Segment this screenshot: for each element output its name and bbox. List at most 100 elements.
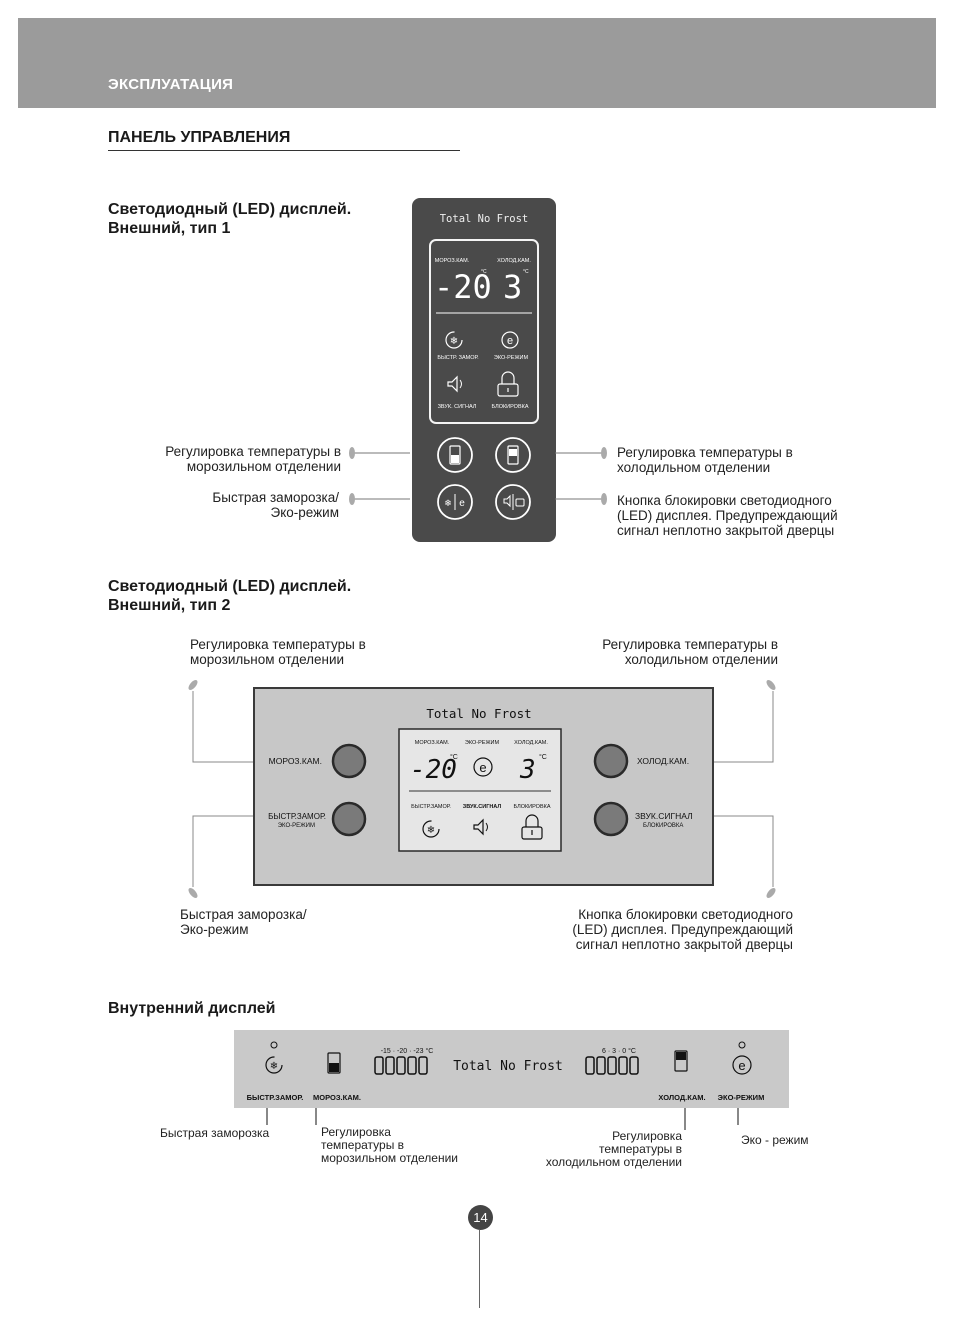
display2-title: Светодиодный (LED) дисплей. Внешний, тип… xyxy=(108,577,351,615)
callout-line: Регулировка xyxy=(321,1125,391,1139)
display1-panel: Total No Frost МОРОЗ.КАМ. ХОЛОД.КАМ. -20… xyxy=(412,198,556,542)
display1-freezer-label: МОРОЗ.КАМ. xyxy=(435,258,470,264)
freezer-level-bars xyxy=(374,1056,428,1075)
display1-leaders xyxy=(349,447,607,505)
internal-fridge-label: ХОЛОД.КАМ. xyxy=(658,1093,705,1102)
callout-line: морозильном отделении xyxy=(190,652,345,667)
display1-freezer-unit: °C xyxy=(481,269,487,275)
page-number: 14 xyxy=(468,1205,493,1230)
callout-line: (LED) дисплея. Предупреждающий xyxy=(572,922,793,937)
display2-btn-fridge-label: ХОЛОД.КАМ. xyxy=(637,756,689,766)
speaker-icon xyxy=(447,375,462,393)
internal-callout-freezer: Регулировка температуры в морозильном от… xyxy=(321,1126,458,1165)
snowflake-icon: ❄ xyxy=(422,820,440,838)
snowflake-icon: ❄ xyxy=(265,1056,283,1074)
internal-callout-eco: Эко - режим xyxy=(741,1133,809,1147)
callout-line: Регулировка температуры в xyxy=(165,444,341,459)
svg-text:e: e xyxy=(738,1058,745,1073)
callout-line: Регулировка xyxy=(612,1129,682,1143)
display1-fast-eco-button[interactable]: ❄ e xyxy=(437,484,473,520)
display2-title-line1: Светодиодный (LED) дисплей. xyxy=(108,578,352,595)
header-bar xyxy=(18,18,936,108)
callout-line: сигнал неплотно закрытой дверцы xyxy=(575,937,793,952)
callout-line: Эко-режим xyxy=(270,505,339,520)
display2-freezer-temp: -20 xyxy=(410,755,457,785)
display1-title-line2: Внешний, тип 1 xyxy=(108,220,231,237)
display1-callout-fast-eco: Быстрая заморозка/ Эко-режим xyxy=(100,490,339,520)
display1-title: Светодиодный (LED) дисплей. Внешний, тип… xyxy=(108,200,351,238)
display1-fast-freeze-label: БЫСТР. ЗАМОР. xyxy=(437,355,479,361)
display2-eco-label: ЭКО-РЕЖИМ xyxy=(465,740,500,746)
display2-fast-label: БЫСТР.ЗАМОР. xyxy=(411,804,451,810)
callout-line: морозильном отделении xyxy=(321,1151,458,1165)
eco-icon: e xyxy=(732,1055,752,1075)
svg-text:❄: ❄ xyxy=(444,498,452,508)
display2-fridge-unit: °C xyxy=(539,753,547,761)
internal-fridge-scale: 6 · 3 · 0 °C xyxy=(602,1047,636,1055)
callout-line: температуры в xyxy=(598,1142,682,1156)
eco-icon: e xyxy=(473,757,493,777)
display1-sound-label: ЗВУК. СИГНАЛ xyxy=(438,404,477,410)
fridge-level-bars xyxy=(585,1056,639,1075)
callout-line: Быстрая заморозка/ xyxy=(212,490,339,505)
callout-line: Регулировка температуры в xyxy=(602,637,778,652)
display2-sound-button[interactable] xyxy=(593,801,629,837)
fridge-icon xyxy=(674,1050,688,1072)
callout-line: морозильном отделении xyxy=(186,459,341,474)
display1-freezer-temp: -20 xyxy=(434,268,492,306)
callout-line: (LED) дисплея. Предупреждающий xyxy=(617,508,838,523)
callout-line: Кнопка блокировки светодиодного xyxy=(617,493,832,508)
display2-fast-button[interactable] xyxy=(331,801,367,837)
internal-freezer-scale: -15 · -20 · -23 °C xyxy=(381,1047,434,1055)
display2-freezer-unit: °C xyxy=(450,753,458,761)
display1-fridge-button[interactable] xyxy=(495,437,531,473)
internal-title: Внутренний дисплей xyxy=(108,1000,276,1017)
internal-fast-label: БЫСТР.ЗАМОР. xyxy=(247,1093,304,1102)
svg-text:e: e xyxy=(479,760,486,775)
display2-btn-fast-label: БЫСТР.ЗАМОР. xyxy=(268,812,326,821)
callout-line: Эко-режим xyxy=(180,922,249,937)
display1-sound-lock-button[interactable] xyxy=(495,484,531,520)
internal-callout-fast: Быстрая заморозка xyxy=(160,1126,270,1140)
internal-brand: Total No Frost xyxy=(453,1059,563,1074)
display2-btn-sound-label: ЗВУК.СИГНАЛ xyxy=(635,811,693,821)
eco-icon: e xyxy=(501,331,519,349)
callout-line: сигнал неплотно закрытой дверцы xyxy=(617,523,835,538)
display1-fridge-unit: °C xyxy=(523,269,529,275)
display1-eco-label: ЭКО-РЕЖИМ xyxy=(494,355,529,361)
page-title: ПАНЕЛЬ УПРАВЛЕНИЯ xyxy=(108,129,460,151)
display1-fridge-temp: 3 xyxy=(503,268,522,306)
display1-title-line1: Светодиодный (LED) дисплей. xyxy=(108,201,352,218)
display1-freezer-button[interactable] xyxy=(437,437,473,473)
snowflake-icon: ❄ xyxy=(445,331,463,349)
lock-icon xyxy=(497,371,519,397)
display1-callout-lock: Кнопка блокировки светодиодного (LED) ди… xyxy=(617,493,907,538)
callout-line: температуры в xyxy=(321,1138,405,1152)
display2-freezer-button[interactable] xyxy=(331,743,367,779)
internal-panel: ❄ -15 · -20 · -23 °C Total No Frost 6 · … xyxy=(234,1030,789,1130)
display2-fridge-temp: 3 xyxy=(519,755,536,785)
internal-freezer-label: МОРОЗ.КАМ. xyxy=(313,1093,361,1102)
display1-fridge-label: ХОЛОД.КАМ. xyxy=(497,258,531,264)
internal-callout-fridge: Регулировка температуры в холодильном от… xyxy=(520,1130,682,1169)
callout-line: холодильном отделении xyxy=(624,652,778,667)
display2-sound-label: ЗВУК.СИГНАЛ xyxy=(463,804,502,810)
display2-fridge-button[interactable] xyxy=(593,743,629,779)
callout-line: холодильном отделении xyxy=(617,460,771,475)
freezer-icon xyxy=(327,1052,341,1074)
display2-brand: Total No Frost xyxy=(426,706,531,721)
lock-icon xyxy=(521,814,543,840)
svg-text:❄: ❄ xyxy=(270,1061,278,1072)
display2-btn-freezer-label: МОРОЗ.КАМ. xyxy=(269,756,322,766)
callout-line: Регулировка температуры в xyxy=(617,445,793,460)
display1-lock-label: БЛОКИРОВКА xyxy=(491,404,528,410)
display2-panel: Total No Frost МОРОЗ.КАМ. ЭКО-РЕЖИМ ХОЛО… xyxy=(188,680,776,898)
display2-fridge-label: ХОЛОД.КАМ. xyxy=(514,740,548,746)
callout-line: Кнопка блокировки светодиодного xyxy=(578,907,793,922)
display2-callout-fast-eco: Быстрая заморозка/ Эко-режим xyxy=(180,907,440,937)
display2-lock-label: БЛОКИРОВКА xyxy=(513,804,550,810)
display2-btn-sound-sub: БЛОКИРОВКА xyxy=(643,823,683,829)
speaker-icon xyxy=(473,818,488,836)
callout-line: Регулировка температуры в xyxy=(190,637,366,652)
display2-callout-fridge: Регулировка температуры в холодильном от… xyxy=(520,637,778,667)
